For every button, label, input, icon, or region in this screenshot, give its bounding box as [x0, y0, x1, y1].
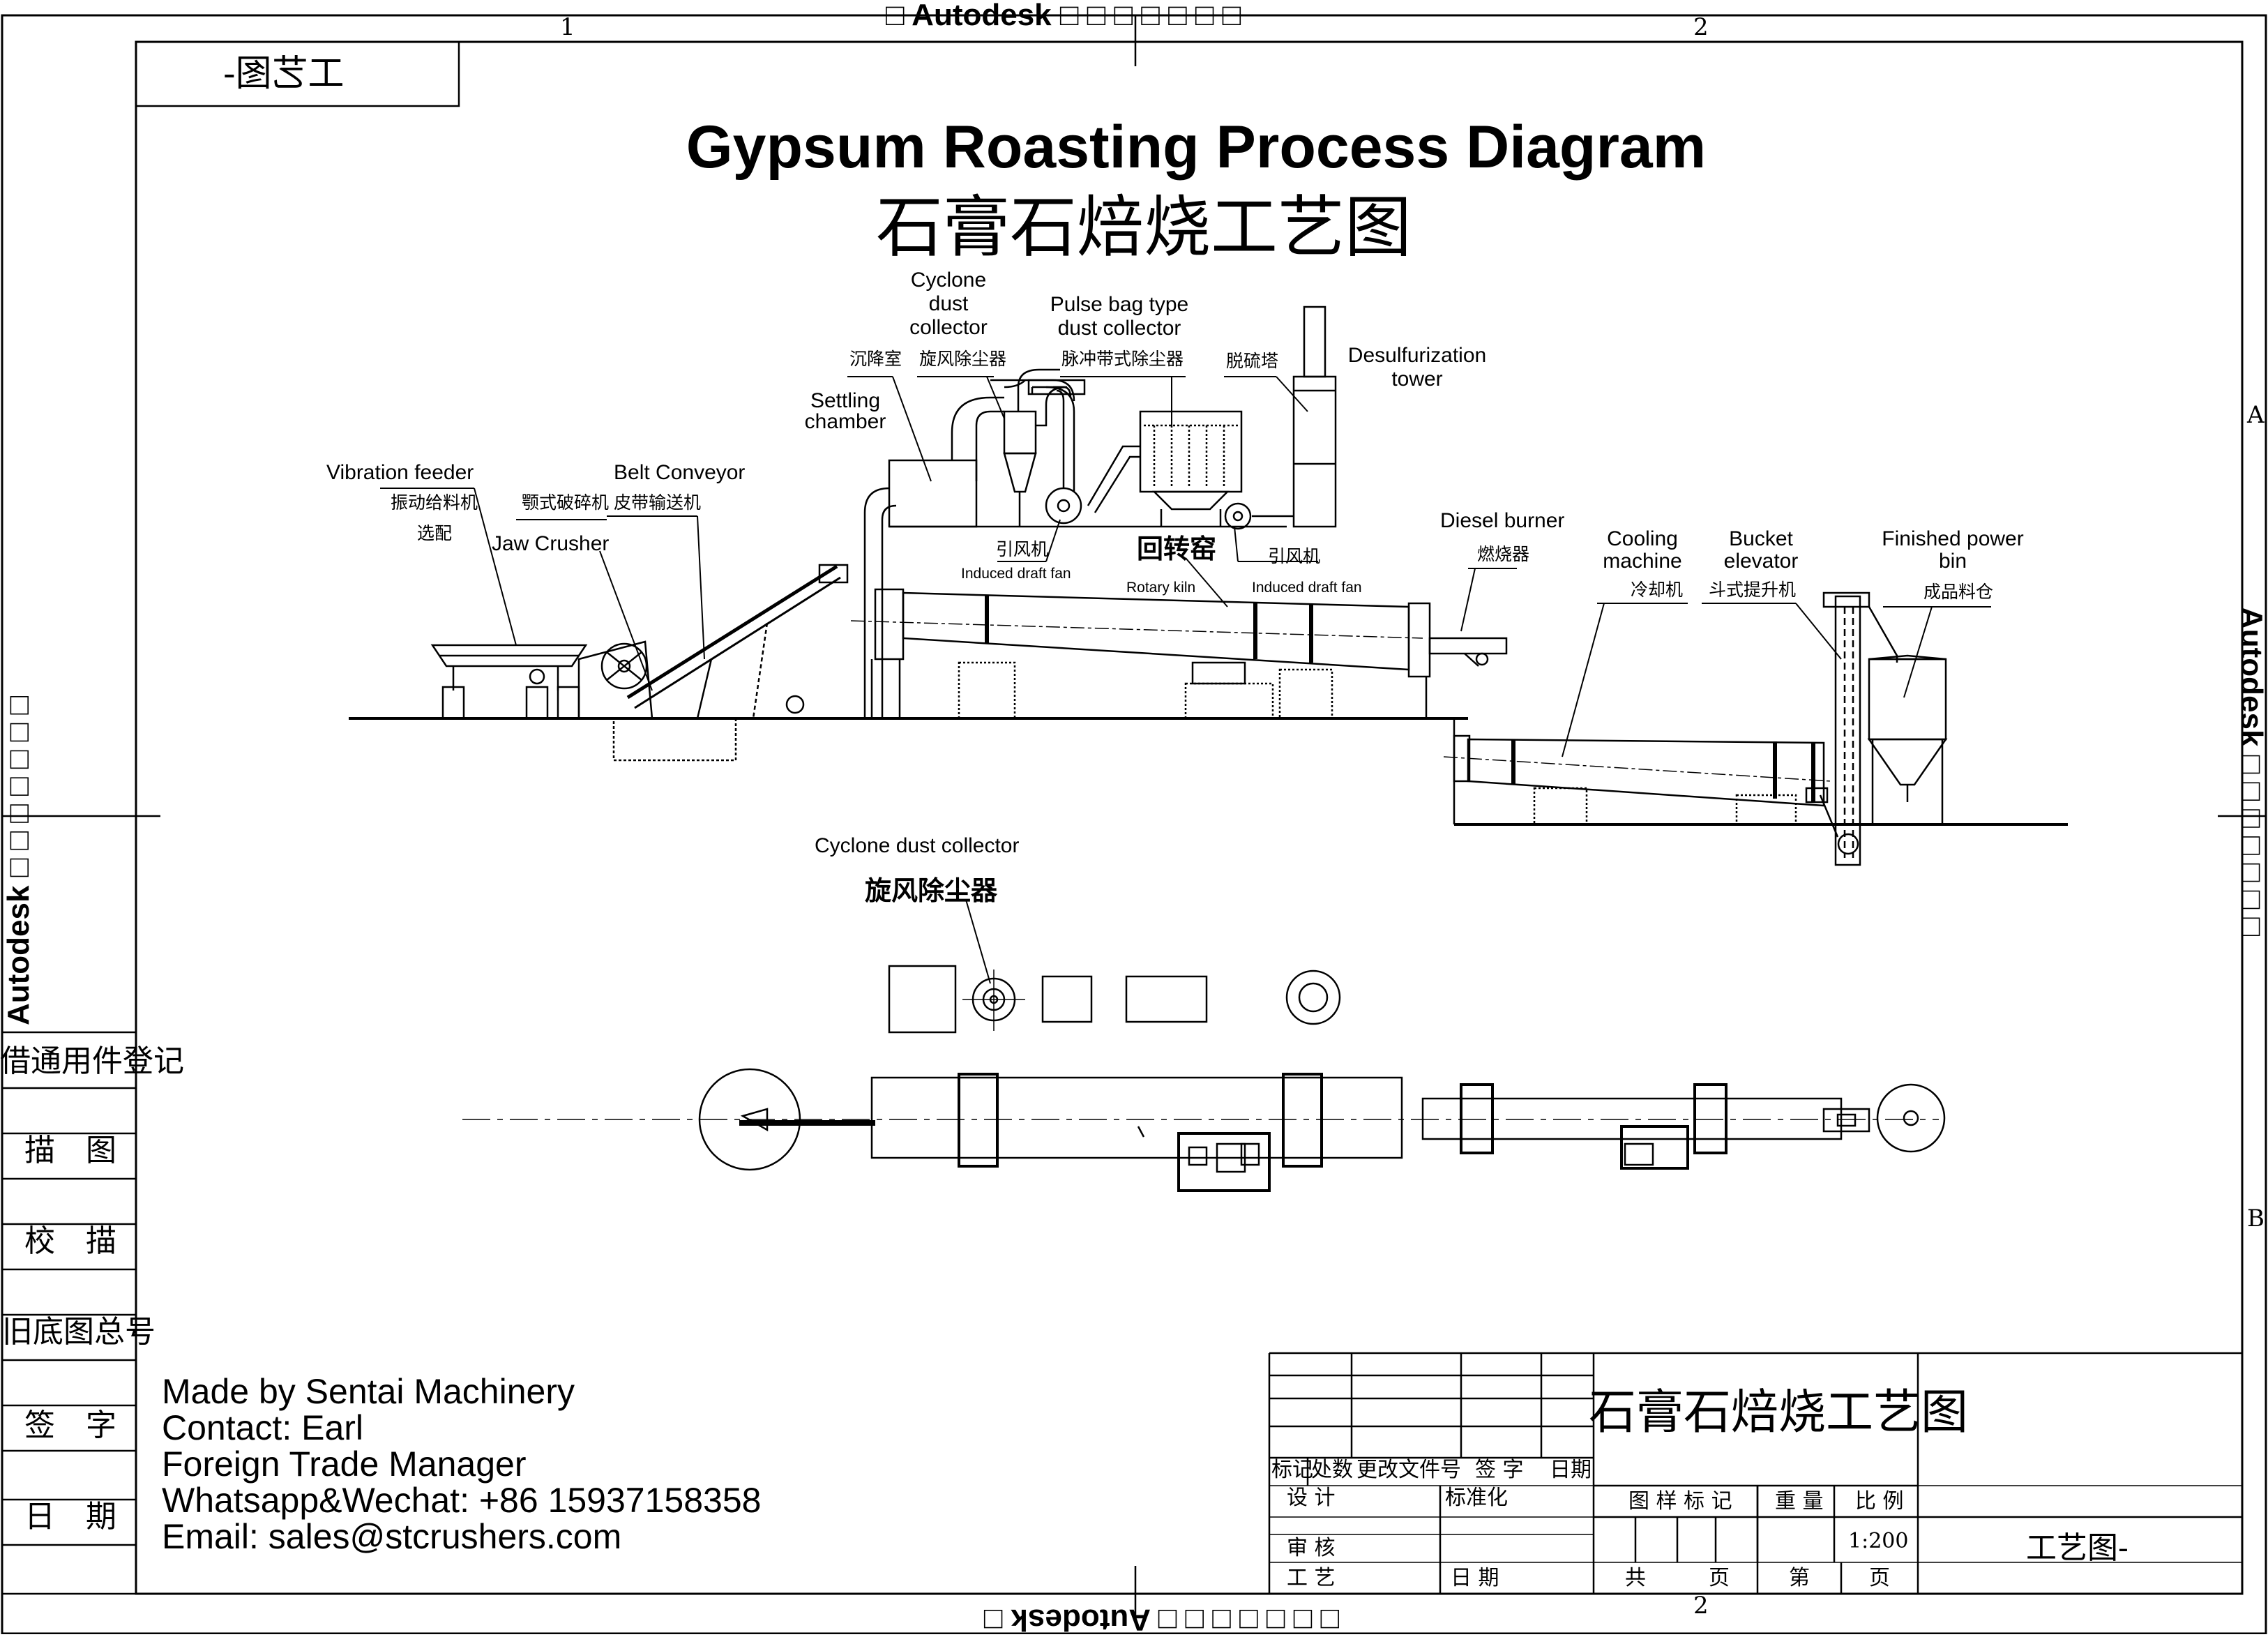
title-block-lines [1268, 1352, 2242, 1594]
label-pulse-cn: 脉冲带式除尘器 [1061, 349, 1184, 369]
tb-weight: 重 量 [1775, 1489, 1824, 1514]
label-cool-en: Cooling machine [1603, 527, 1682, 573]
label-bin-en: Finished power bin [1882, 527, 2024, 573]
tb-review: 审 核 [1287, 1536, 1336, 1560]
label-jaw-en: Jaw Crusher [492, 532, 610, 555]
tb-total: 共 [1625, 1566, 1646, 1590]
label-desulf-cn: 脱硫塔 [1226, 351, 1279, 371]
label-bin-cn: 成品料仓 [1923, 582, 1994, 602]
left-row-old-number: 旧底图总号 [2, 1314, 156, 1350]
label-settling-cn: 沉降室 [849, 349, 902, 369]
label-fan2-en: Induced draft fan [1252, 580, 1362, 596]
label-desulf-en: Desulfurization tower [1347, 344, 1487, 391]
bucket-elevator [1819, 591, 1898, 866]
label-burner-cn: 燃烧器 [1477, 544, 1530, 564]
zone-2-bottom: 2 [1693, 1592, 1709, 1620]
tb-sign: 签 字 [1475, 1458, 1524, 1482]
vibration-feeder [430, 644, 588, 720]
inner-frame [135, 40, 2244, 1595]
title-cn: 石膏石焙烧工艺图 [876, 188, 1412, 266]
label-cool-cn: 冷却机 [1631, 580, 1684, 600]
zone-1: 1 [560, 13, 575, 41]
pulse-bag-collector [1087, 410, 1243, 527]
tb-mark: 标记 [1271, 1458, 1313, 1482]
jaw-crusher [577, 640, 737, 762]
tb-docno: 更改文件号 [1356, 1458, 1461, 1482]
left-row-date: 日 期 [24, 1499, 116, 1534]
label-belt-en: Belt Conveyor [614, 461, 746, 484]
title-en: Gypsum Roasting Process Diagram [686, 114, 1707, 181]
contact-company: Made by Sentai Machinery [162, 1372, 575, 1411]
contact-email: Email: sales@stcrushers.com [162, 1517, 622, 1556]
watermark-left: Autodesk □ □ □ □ □ □ □ [1, 695, 36, 1025]
contact-phone: Whatsapp&Wechat: +86 15937158358 [162, 1481, 762, 1520]
label-belt-cn: 皮带输送机 [614, 492, 702, 513]
label-cyclone-en: Cyclone dust collector [909, 269, 988, 339]
contact-name: Contact: Earl [162, 1408, 364, 1447]
tb-no: 第 [1789, 1566, 1810, 1590]
zone-A: A [2247, 401, 2265, 429]
label-plan-cyclone-cn: 旋风除尘器 [865, 875, 998, 906]
tb-scale: 比 例 [1855, 1489, 1904, 1514]
label-kiln-en: Rotary kiln [1126, 580, 1196, 596]
label-fan1-en: Induced draft fan [961, 566, 1071, 582]
tb-date: 日期 [1550, 1458, 1592, 1482]
left-row-sign: 签 字 [24, 1408, 116, 1443]
label-bucket-en: Bucket elevator [1723, 527, 1799, 573]
watermark-bottom: □ □ □ □ □ □ □ Autodesk □ [983, 1603, 1339, 1637]
label-bucket-cn: 斗式提升机 [1709, 580, 1797, 600]
duct-to-fan [990, 379, 1086, 492]
zone-2-top: 2 [1693, 13, 1709, 41]
tb-date2: 日 期 [1451, 1566, 1499, 1590]
tb-page: 页 [1709, 1566, 1730, 1590]
label-settling-en: Settling chamber [804, 389, 886, 433]
belt-conveyor [626, 564, 849, 719]
watermark-top: □ Autodesk □ □ □ □ □ □ □ [886, 0, 1241, 32]
corner-stamp: 工艺图- [223, 53, 345, 95]
rotary-kiln [850, 588, 1431, 720]
tb-count: 处数 [1311, 1458, 1353, 1482]
left-row-register: 借通用件登记 [0, 1043, 184, 1079]
tb-process: 工 艺 [1287, 1566, 1336, 1590]
contact-role: Foreign Trade Manager [162, 1444, 527, 1484]
label-cyclone-cn: 旋风除尘器 [919, 349, 1007, 369]
zone-B: B [2247, 1205, 2265, 1232]
settling-chamber [863, 396, 1004, 718]
outer-frame [1, 14, 2267, 1634]
label-plan-cyclone-en: Cyclone dust collector [815, 834, 1020, 857]
label-fan1-cn: 引风机 [996, 539, 1049, 559]
label-kiln-cn: 回转窑 [1137, 533, 1217, 564]
tb-standard: 标准化 [1445, 1486, 1508, 1510]
finished-bin [1867, 654, 1948, 824]
label-vib-cn2: 选配 [417, 523, 453, 543]
label-jaw-cn: 颚式破碎机 [522, 492, 610, 513]
label-pulse-en: Pulse bag type dust collector [1050, 293, 1189, 340]
induced-fan-1 [1045, 487, 1082, 525]
left-registration-table [2, 1031, 136, 1595]
induced-fan-2 [1224, 502, 1294, 530]
left-row-check: 校 描 [24, 1223, 116, 1259]
left-row-trace: 描 图 [24, 1133, 116, 1168]
tb-sheet-code: 工艺图- [2026, 1530, 2129, 1566]
corner-stamp-box [135, 40, 460, 107]
label-fan2-cn: 引风机 [1268, 546, 1321, 566]
tb-drawing-name: 石膏石焙烧工艺图 [1589, 1385, 1969, 1440]
label-burner-en: Diesel burner [1440, 509, 1565, 532]
tb-page2: 页 [1869, 1566, 1890, 1590]
cooling-machine [1443, 734, 1831, 826]
tb-scale-value: 1:200 [1848, 1529, 1909, 1553]
leader-lines [380, 376, 1991, 757]
desulfurization-tower [1292, 305, 1337, 528]
plan-view [462, 899, 1946, 1192]
diesel-burner [1428, 637, 1508, 667]
cyclone-collector [1003, 368, 1068, 527]
label-vib-cn: 振动给料机 [391, 492, 478, 513]
tb-pattern-mark: 图 样 标 记 [1628, 1489, 1732, 1514]
label-vib-en: Vibration feeder [326, 461, 474, 484]
watermark-right: Autodesk □ □ □ □ □ □ □ [2235, 607, 2268, 937]
tb-design: 设 计 [1287, 1486, 1336, 1510]
